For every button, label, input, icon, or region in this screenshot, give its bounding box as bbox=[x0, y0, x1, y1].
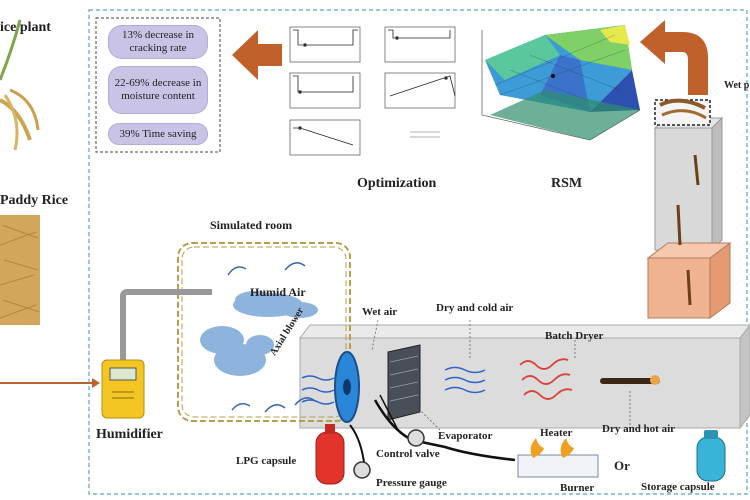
evaporator-label: Evaporator bbox=[438, 430, 493, 442]
orange-arrow-curved-icon bbox=[640, 20, 708, 95]
pressure-gauge-icon bbox=[353, 461, 371, 479]
result-time-saving: 39% Time saving bbox=[108, 123, 208, 145]
pressure-gauge-label: Pressure gauge bbox=[376, 477, 447, 489]
humid-air-label: Humid Air bbox=[250, 285, 306, 299]
simulated-room-label: Simulated room bbox=[210, 218, 293, 232]
rsm-label: RSM bbox=[551, 176, 583, 191]
evaporator-coil bbox=[387, 344, 421, 421]
result-cracking-rate: 13% decrease in cracking rate bbox=[108, 25, 208, 59]
storage-capsule-icon bbox=[696, 430, 726, 482]
control-valve-label: Control valve bbox=[376, 448, 440, 460]
burner-icon bbox=[517, 438, 599, 478]
result-moisture-content: 22-69% decrease in moisture content bbox=[108, 66, 208, 114]
dry-hot-air-label: Dry and hot air bbox=[602, 423, 676, 435]
orange-arrow-left-icon bbox=[232, 30, 282, 80]
flame-icon bbox=[530, 438, 544, 458]
drying-tower bbox=[646, 98, 732, 319]
rice-plant-image bbox=[0, 19, 40, 151]
rsm-surface-plot bbox=[481, 25, 641, 141]
humidifier-label: Humidifier bbox=[96, 427, 163, 442]
storage-capsule-label: Storage capsule bbox=[641, 481, 715, 493]
heater-label: Heater bbox=[540, 427, 573, 439]
wet-air-label: Wet air bbox=[362, 306, 398, 318]
optimization-plots bbox=[289, 26, 456, 156]
simulated-room bbox=[177, 242, 351, 422]
dry-cold-air-label: Dry and cold air bbox=[436, 302, 514, 314]
batch-dryer-label: Batch Dryer bbox=[545, 330, 604, 342]
humidifier-device bbox=[101, 359, 145, 419]
fan-icon bbox=[334, 351, 360, 423]
paddy-rice-label: Paddy Rice bbox=[0, 193, 69, 208]
burner-label: Burner bbox=[560, 482, 595, 494]
or-label: Or bbox=[614, 458, 630, 473]
rice-plant-label: ice plant bbox=[0, 20, 51, 35]
lpg-capsule-label: LPG capsule bbox=[236, 455, 297, 467]
wet-paddy-label: Wet p bbox=[724, 80, 750, 91]
batch-dryer-duct bbox=[298, 324, 750, 430]
lpg-capsule-icon bbox=[315, 424, 345, 485]
optimization-label: Optimization bbox=[357, 176, 437, 191]
control-valve-icon bbox=[407, 429, 425, 447]
